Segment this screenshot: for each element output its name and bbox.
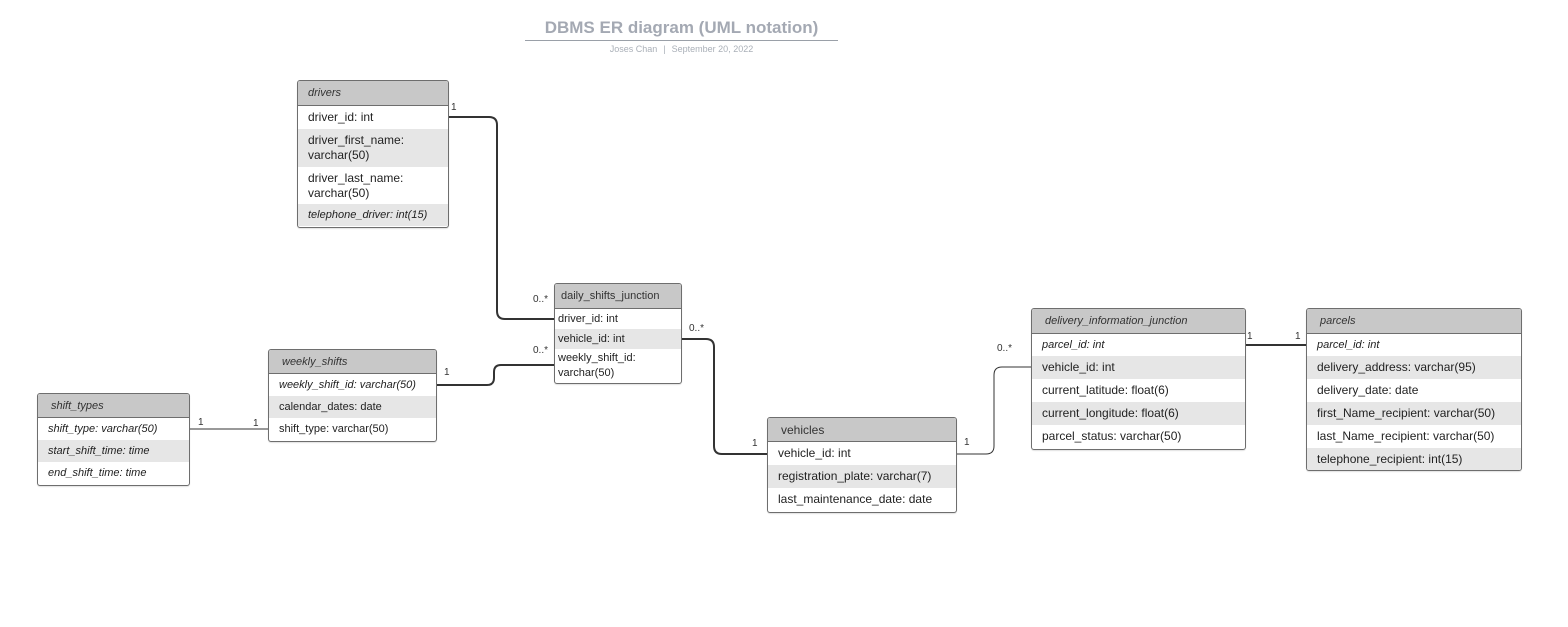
- multiplicity-label: 1: [451, 102, 457, 113]
- attribute-row: driver_id: int: [308, 110, 374, 124]
- entity-daily-shifts-junction[interactable]: daily_shifts_junction driver_id: int veh…: [554, 283, 682, 384]
- multiplicity-label: 1: [1295, 331, 1301, 342]
- attribute-row: shift_type: varchar(50): [279, 422, 389, 435]
- multiplicity-label: 0..*: [997, 343, 1013, 354]
- connector-weekly-shifts-daily-shifts[interactable]: [435, 364, 554, 386]
- title-divider: [525, 40, 838, 41]
- entity-header: daily_shifts_junction: [555, 284, 681, 309]
- author: Joses Chan: [609, 44, 658, 54]
- connector-drivers-daily-shifts[interactable]: [447, 116, 554, 320]
- entity-vehicles[interactable]: vehicles vehicle_id: int registration_pl…: [767, 417, 957, 513]
- attribute-row: end_shift_time: time: [48, 466, 147, 479]
- attribute-row: telephone_recipient: int(15): [1307, 448, 1521, 470]
- attribute-row: telephone_driver: int(15): [298, 204, 448, 226]
- attribute-row: delivery_date: date: [1317, 383, 1419, 397]
- attribute-row: weekly_shift_id: varchar(50): [558, 352, 636, 379]
- entity-header: drivers: [298, 81, 448, 106]
- entity-weekly-shifts[interactable]: weekly_shifts weekly_shift_id: varchar(5…: [268, 349, 437, 442]
- attribute-row: parcel_id: int: [1317, 338, 1380, 351]
- diagram-title: DBMS ER diagram (UML notation): [544, 18, 819, 37]
- entity-header: parcels: [1307, 309, 1521, 334]
- attribute-row: vehicle_id: int: [778, 446, 851, 460]
- entity-header: delivery_information_junction: [1032, 309, 1245, 334]
- attribute-row: vehicle_id: int: [1032, 356, 1245, 379]
- multiplicity-label: 1: [444, 367, 450, 378]
- multiplicity-label: 1: [198, 417, 204, 428]
- attribute-row: delivery_address: varchar(95): [1307, 356, 1521, 379]
- connector-vehicles-daily-shifts[interactable]: [680, 338, 767, 455]
- attribute-row: current_longitude: float(6): [1032, 402, 1245, 425]
- attribute-row: calendar_dates: date: [269, 396, 436, 418]
- entity-header: shift_types: [38, 394, 189, 418]
- entity-header: weekly_shifts: [269, 350, 436, 374]
- attribute-row: driver_id: int: [558, 312, 618, 325]
- date: September 20, 2022: [671, 44, 754, 54]
- attribute-row: weekly_shift_id: varchar(50): [279, 378, 416, 391]
- diagram-subtitle: Joses Chan | September 20, 2022: [525, 44, 838, 54]
- attribute-row: current_latitude: float(6): [1042, 383, 1169, 397]
- multiplicity-label: 0..*: [533, 294, 549, 305]
- multiplicity-label: 1: [964, 437, 970, 448]
- attribute-row: vehicle_id: int: [555, 329, 681, 349]
- entity-header: vehicles: [768, 418, 956, 442]
- entity-delivery-information-junction[interactable]: delivery_information_junction parcel_id:…: [1031, 308, 1246, 450]
- attribute-row: driver_first_name: varchar(50): [298, 129, 448, 167]
- multiplicity-label: 0..*: [689, 323, 705, 334]
- attribute-row: shift_type: varchar(50): [48, 422, 158, 435]
- entity-drivers[interactable]: drivers driver_id: int driver_first_name…: [297, 80, 449, 228]
- attribute-row: parcel_id: int: [1042, 338, 1105, 351]
- multiplicity-label: 0..*: [533, 345, 549, 356]
- subtitle-separator: |: [663, 44, 666, 54]
- attribute-row: parcel_status: varchar(50): [1042, 429, 1182, 443]
- attribute-row: last_Name_recipient: varchar(50): [1317, 429, 1495, 443]
- attribute-row: registration_plate: varchar(7): [768, 465, 956, 488]
- entity-shift-types[interactable]: shift_types shift_type: varchar(50) star…: [37, 393, 190, 486]
- attribute-row: start_shift_time: time: [38, 440, 189, 462]
- multiplicity-label: 1: [253, 418, 259, 429]
- attribute-row: driver_last_name: varchar(50): [308, 170, 404, 200]
- connector-vehicles-delivery[interactable]: [955, 366, 1031, 455]
- multiplicity-label: 1: [1247, 331, 1253, 342]
- attribute-row: last_maintenance_date: date: [778, 492, 933, 506]
- entity-parcels[interactable]: parcels parcel_id: int delivery_address:…: [1306, 308, 1522, 471]
- multiplicity-label: 1: [752, 438, 758, 449]
- attribute-row: first_Name_recipient: varchar(50): [1307, 402, 1521, 425]
